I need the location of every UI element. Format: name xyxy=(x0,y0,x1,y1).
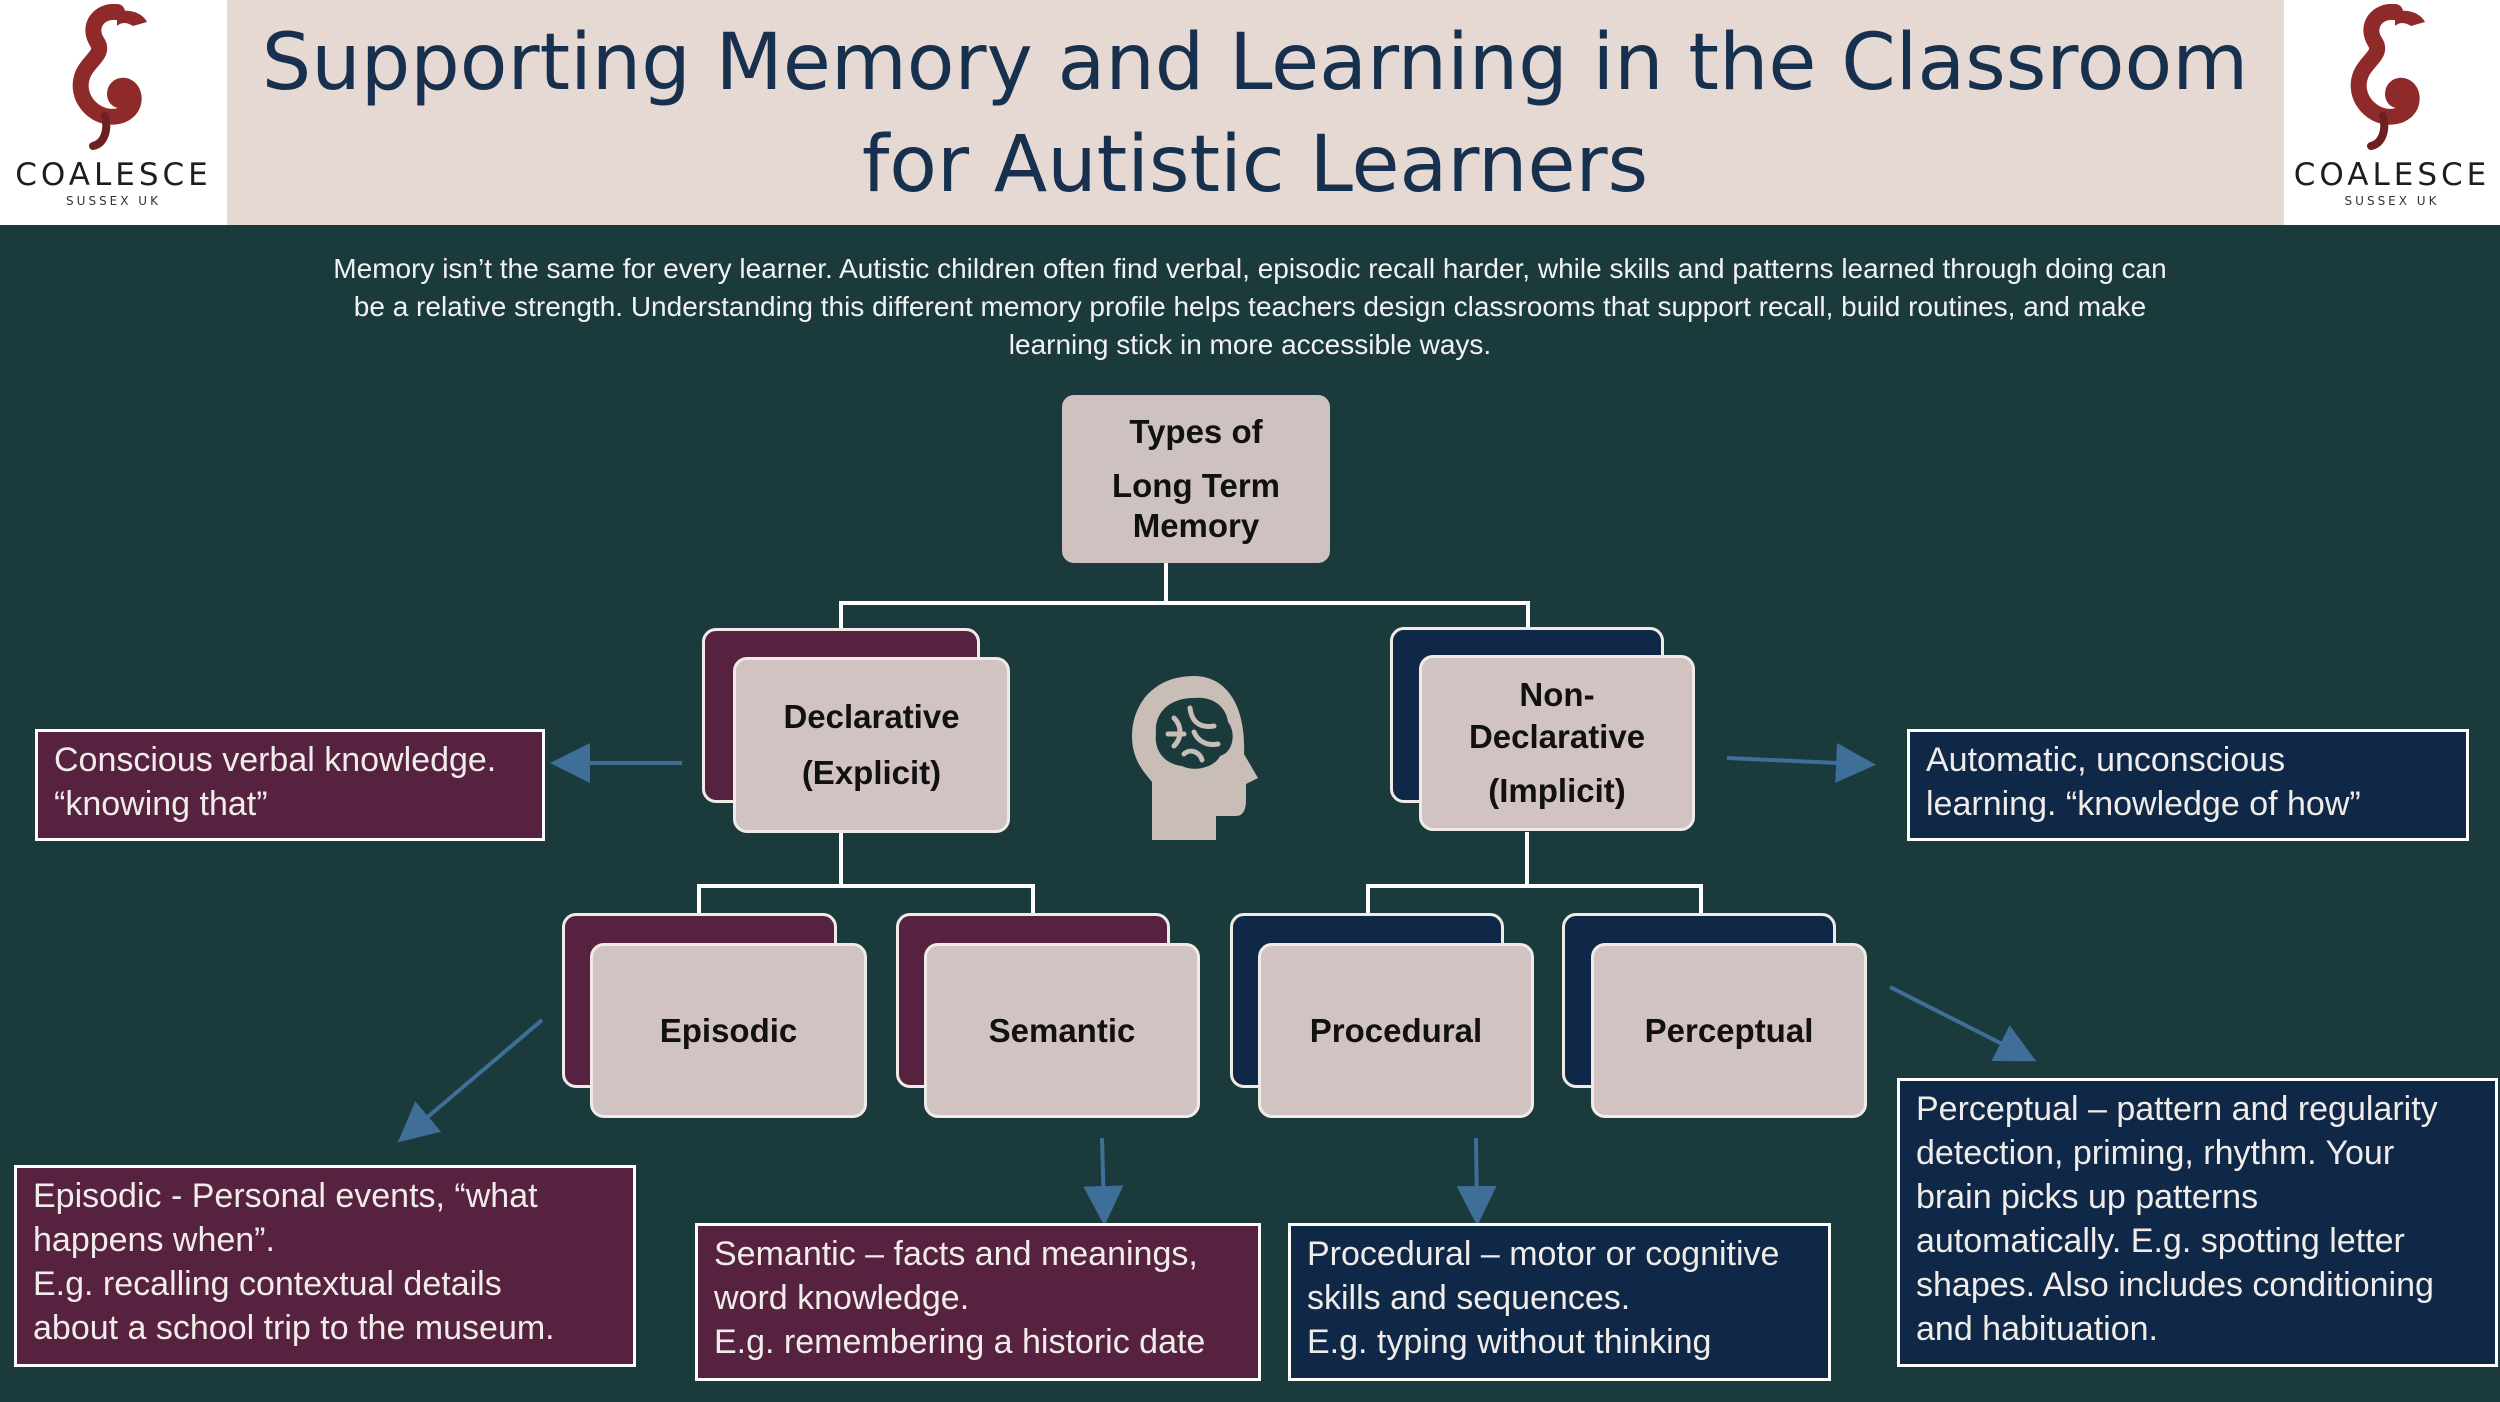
connector xyxy=(1525,832,1529,886)
semantic-label: Semantic xyxy=(988,1011,1136,1049)
page-title: Supporting Memory and Learning in the Cl… xyxy=(250,12,2260,216)
non-declarative-line-2: Declarative xyxy=(1468,718,1646,755)
seahorse-icon xyxy=(2350,4,2425,150)
node-procedural: Procedural xyxy=(1258,943,1534,1118)
info-episodic: Episodic - Personal events, “what happen… xyxy=(14,1165,636,1367)
node-declarative: Declarative (Explicit) xyxy=(733,657,1010,833)
brain-head-icon xyxy=(1132,676,1258,840)
arrow-non-declarative xyxy=(1726,742,1876,783)
node-long-term-memory: Types of Long Term Memory xyxy=(1062,395,1330,563)
connector xyxy=(697,884,1033,888)
connector xyxy=(839,601,843,631)
connector xyxy=(1699,884,1703,916)
arrow-episodic xyxy=(397,1018,544,1143)
root-line-1: Types of xyxy=(1129,413,1263,450)
connector xyxy=(1031,884,1035,916)
info-non-declarative: Automatic, unconscious learning. “knowle… xyxy=(1907,729,2469,841)
perceptual-label: Perceptual xyxy=(1644,1011,1814,1049)
connector xyxy=(1366,884,1370,916)
connector xyxy=(839,601,1530,605)
connector xyxy=(1366,884,1701,888)
info-procedural: Procedural – motor or cognitive skills a… xyxy=(1288,1223,1831,1381)
connector xyxy=(1164,563,1168,605)
connector xyxy=(697,884,701,916)
title-line-2: for Autistic Learners xyxy=(861,120,1649,210)
non-declarative-line-3: (Implicit) xyxy=(1488,772,1626,809)
seahorse-icon xyxy=(72,4,147,150)
logo-wordmark: COALESCE xyxy=(2293,157,2491,193)
title-line-1: Supporting Memory and Learning in the Cl… xyxy=(261,18,2249,108)
info-declarative: Conscious verbal knowledge. “knowing tha… xyxy=(35,729,545,841)
node-perceptual: Perceptual xyxy=(1591,943,1867,1118)
intro-paragraph: Memory isn’t the same for every learner.… xyxy=(333,253,2167,360)
node-non-declarative: Non- Declarative (Implicit) xyxy=(1419,655,1695,831)
connector xyxy=(839,832,843,886)
episodic-label: Episodic xyxy=(659,1011,798,1049)
arrow-procedural xyxy=(1456,1137,1497,1226)
connector xyxy=(1526,601,1530,631)
procedural-label: Procedural xyxy=(1309,1011,1483,1049)
node-semantic: Semantic xyxy=(924,943,1200,1118)
root-line-2: Long Term xyxy=(1111,467,1281,504)
logo-left: COALESCE SUSSEX UK xyxy=(0,0,227,225)
info-perceptual: Perceptual – pattern and regularity dete… xyxy=(1897,1078,2498,1367)
logo-wordmark: COALESCE xyxy=(15,157,212,193)
node-episodic: Episodic xyxy=(590,943,867,1118)
logo-right: COALESCE SUSSEX UK xyxy=(2284,0,2500,225)
root-line-3: Memory xyxy=(1132,507,1260,544)
declarative-line-1: Declarative xyxy=(783,698,960,735)
declarative-line-2: (Explicit) xyxy=(801,754,942,791)
non-declarative-line-1: Non- xyxy=(1519,676,1595,713)
header-banner xyxy=(0,0,2500,225)
logo-subtitle: SUSSEX UK xyxy=(2344,194,2440,208)
logo-subtitle: SUSSEX UK xyxy=(66,194,161,208)
arrow-perceptual xyxy=(1889,985,2037,1062)
arrow-semantic xyxy=(1083,1137,1124,1226)
info-semantic: Semantic – facts and meanings, word know… xyxy=(695,1223,1261,1381)
